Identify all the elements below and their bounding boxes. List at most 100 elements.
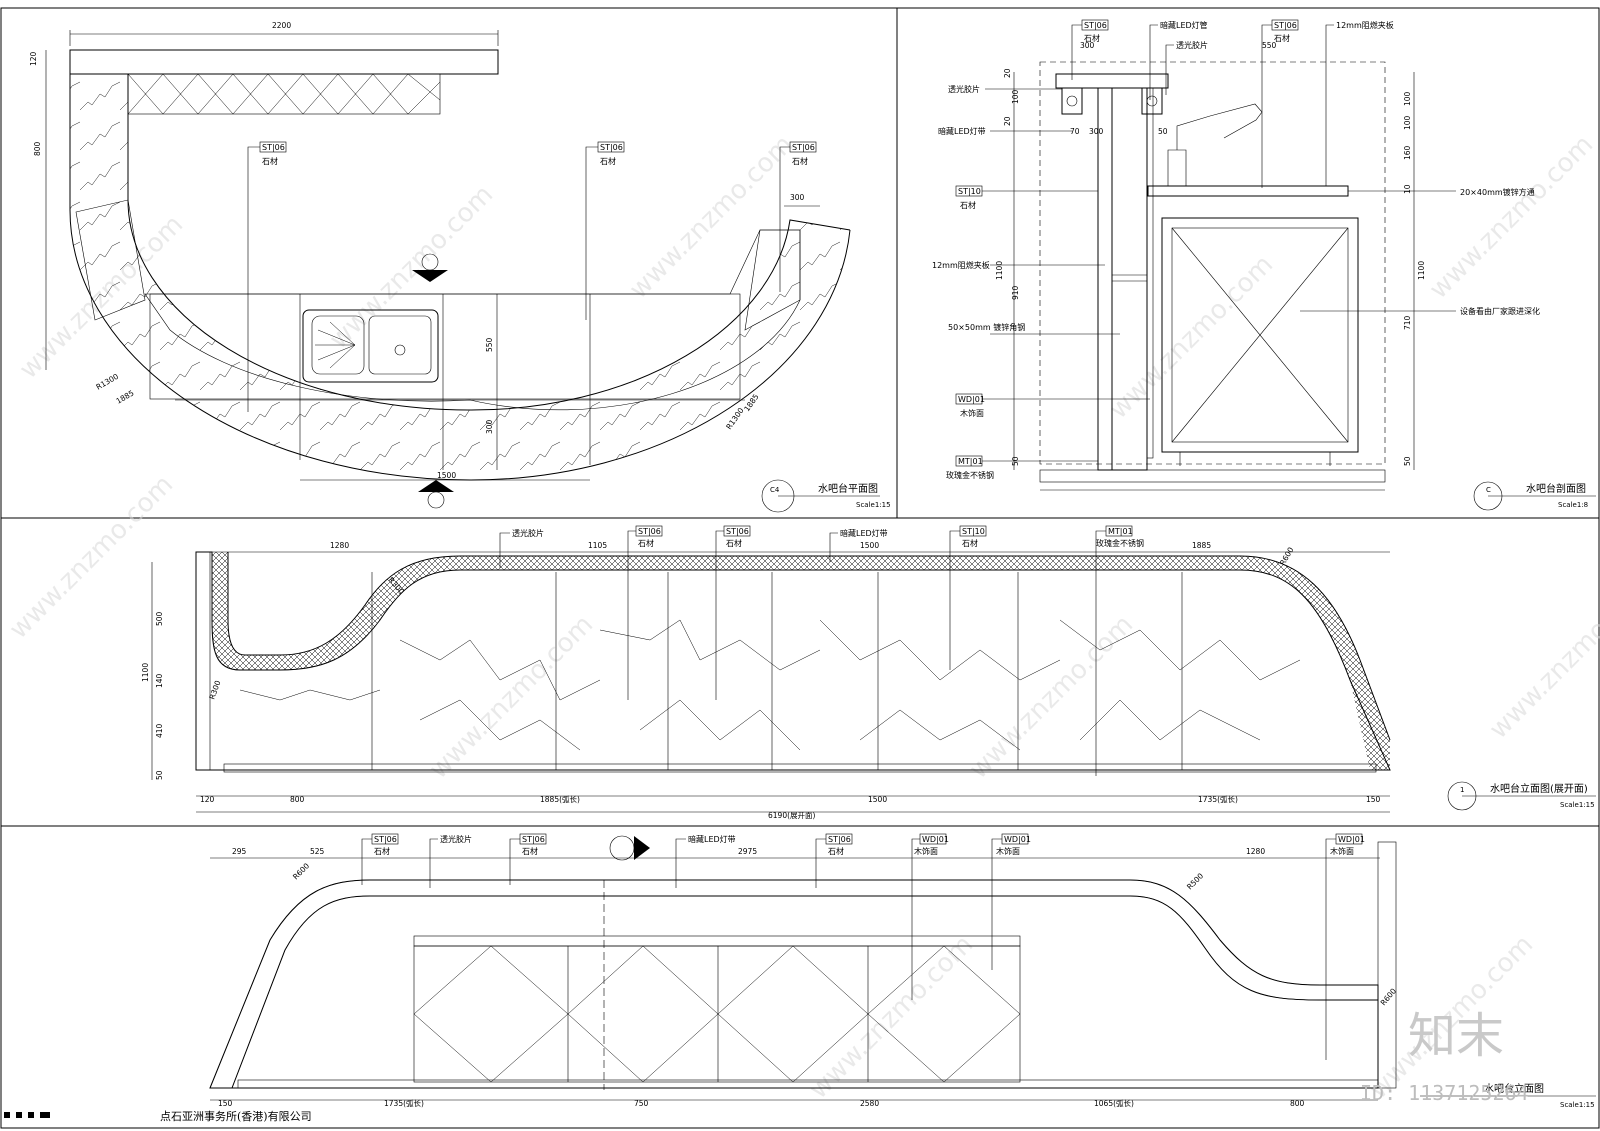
svg-text:525: 525: [310, 847, 325, 856]
elev1-tag-5: ST|10 石材: [949, 525, 987, 670]
svg-text:50: 50: [1158, 127, 1168, 136]
svg-text:120: 120: [29, 51, 38, 66]
sheet-border: [0, 7, 1600, 1129]
svg-text:石材: 石材: [828, 846, 844, 856]
svg-text:WD|01: WD|01: [922, 835, 949, 844]
svg-text:ST|06: ST|06: [374, 835, 397, 844]
svg-text:透光胶片: 透光胶片: [1176, 40, 1208, 50]
svg-text:石材: 石材: [522, 846, 538, 856]
svg-text:玫瑰金不锈钢: 玫瑰金不锈钢: [1096, 538, 1144, 548]
section-view: ST|06 石材 暗藏LED灯管 透光胶片 ST|06 石材 12mm阻燃夹板 …: [932, 19, 1596, 511]
svg-text:玫瑰金不锈钢: 玫瑰金不锈钢: [946, 470, 994, 480]
svg-text:1100: 1100: [141, 663, 150, 682]
svg-text:2580: 2580: [860, 1099, 879, 1108]
svg-text:300: 300: [790, 193, 805, 202]
svg-text:石材: 石材: [262, 156, 278, 166]
svg-text:Scale1:15: Scale1:15: [1560, 1101, 1595, 1109]
svg-text:2200: 2200: [272, 21, 291, 30]
svg-text:910: 910: [1011, 285, 1020, 300]
svg-text:1735(弧长): 1735(弧长): [384, 1098, 424, 1108]
svg-text:R600: R600: [291, 861, 311, 881]
svg-text:水吧台立面图: 水吧台立面图: [1484, 1082, 1544, 1095]
svg-text:www.znzmo.com: www.znzmo.com: [424, 610, 599, 785]
svg-text:1500: 1500: [437, 471, 456, 480]
svg-text:暗藏LED灯带: 暗藏LED灯带: [938, 126, 986, 136]
svg-text:50×50mm 镀锌角钢: 50×50mm 镀锌角钢: [948, 322, 1025, 332]
svg-text:www.znzmo.com: www.znzmo.com: [1424, 130, 1599, 305]
svg-text:石材: 石材: [960, 200, 976, 210]
brand-logo-text: 知末: [1408, 1008, 1504, 1064]
svg-text:Scale1:15: Scale1:15: [1560, 801, 1595, 809]
elev2-tag-1: ST|06 石材: [361, 833, 399, 885]
svg-text:石材: 石材: [600, 156, 616, 166]
svg-text:410: 410: [155, 723, 164, 738]
svg-text:100: 100: [1011, 89, 1020, 104]
svg-text:1735(弧长): 1735(弧长): [1198, 794, 1238, 804]
svg-text:C: C: [1486, 486, 1491, 494]
svg-text:石材: 石材: [726, 538, 742, 548]
svg-text:石材: 石材: [1084, 33, 1100, 43]
svg-text:石材: 石材: [374, 846, 390, 856]
svg-text:Scale1:8: Scale1:8: [1558, 501, 1588, 509]
svg-text:水吧台立面图(展开面): 水吧台立面图(展开面): [1490, 782, 1588, 795]
svg-text:ST|10: ST|10: [958, 187, 981, 196]
svg-text:www.znzmo.com: www.znzmo.com: [1104, 250, 1279, 425]
svg-text:ST|06: ST|06: [1274, 21, 1297, 30]
faucet-icon: [1167, 149, 1187, 186]
svg-text:ST|06: ST|06: [726, 527, 749, 536]
svg-text:设备看由厂家跟进深化: 设备看由厂家跟进深化: [1460, 306, 1540, 316]
svg-text:1105: 1105: [588, 541, 607, 550]
svg-text:石材: 石材: [962, 538, 978, 548]
svg-text:1500: 1500: [860, 541, 879, 550]
svg-text:300: 300: [1080, 41, 1095, 50]
svg-text:WD|01: WD|01: [1004, 835, 1031, 844]
svg-text:295: 295: [232, 847, 247, 856]
svg-text:1: 1: [1460, 786, 1464, 794]
svg-text:www.znzmo.com: www.znzmo.com: [1484, 570, 1600, 745]
svg-text:140: 140: [155, 673, 164, 688]
elev2-title-block: 水吧台立面图 Scale1:15: [1420, 1082, 1596, 1109]
svg-text:WD|01: WD|01: [958, 395, 985, 404]
svg-text:石材: 石材: [1274, 33, 1290, 43]
svg-text:150: 150: [218, 1099, 233, 1108]
svg-text:50: 50: [155, 770, 164, 780]
svg-text:透光胶片: 透光胶片: [512, 528, 544, 538]
elev2-tag-4: 暗藏LED灯带: [675, 834, 736, 888]
svg-text:1100: 1100: [995, 261, 1004, 280]
svg-text:www.znzmo.com: www.znzmo.com: [4, 470, 179, 645]
svg-text:www.znzmo.com: www.znzmo.com: [324, 180, 499, 355]
elev1-title-block: 1 水吧台立面图(展开面) Scale1:15: [1447, 781, 1596, 811]
svg-text:透光胶片: 透光胶片: [440, 834, 472, 844]
svg-text:ST|06: ST|06: [600, 143, 623, 152]
svg-text:ST|06: ST|06: [792, 143, 815, 152]
svg-text:20×40mm镀锌方通: 20×40mm镀锌方通: [1460, 187, 1535, 197]
plan-view: 2200 120 800 300 550: [29, 21, 891, 513]
svg-text:1500: 1500: [868, 795, 887, 804]
svg-text:透光胶片: 透光胶片: [948, 84, 980, 94]
section-tag-3: 透光胶片: [1165, 40, 1208, 95]
section-title-block: C 水吧台剖面图 Scale1:8: [1473, 481, 1596, 511]
svg-text:Scale1:15: Scale1:15: [856, 501, 891, 509]
section-left-notes: 透光胶片 暗藏LED灯带 ST|10 石材 12mm阻燃夹板 50×50mm 镀…: [932, 84, 1150, 480]
svg-text:MT|01: MT|01: [958, 457, 983, 466]
section-marker-bottom: [418, 480, 454, 509]
svg-text:300: 300: [485, 419, 494, 434]
svg-text:160: 160: [1403, 145, 1412, 160]
elev2-tag-2: 透光胶片: [429, 834, 472, 888]
section-tag-1: ST|06 石材: [1071, 19, 1109, 80]
elevation-unfolded: 1280 1105 1500 1885 500 1100 140 410 50: [141, 525, 1596, 820]
svg-text:R1300: R1300: [95, 372, 121, 392]
svg-text:ST|06: ST|06: [638, 527, 661, 536]
svg-text:100: 100: [1403, 91, 1412, 106]
section-tag-5: 12mm阻燃夹板: [1325, 20, 1394, 186]
svg-text:750: 750: [634, 1099, 649, 1108]
svg-text:1100: 1100: [1417, 261, 1426, 280]
svg-text:800: 800: [33, 141, 42, 156]
elev1-tag-4: 暗藏LED灯带: [829, 528, 888, 562]
svg-text:1885: 1885: [115, 388, 136, 405]
svg-text:12mm阻燃夹板: 12mm阻燃夹板: [1336, 20, 1394, 30]
svg-text:水吧台剖面图: 水吧台剖面图: [1526, 482, 1586, 495]
scale-bar: [4, 1112, 50, 1118]
svg-text:550: 550: [485, 337, 494, 352]
svg-text:300: 300: [1089, 127, 1104, 136]
